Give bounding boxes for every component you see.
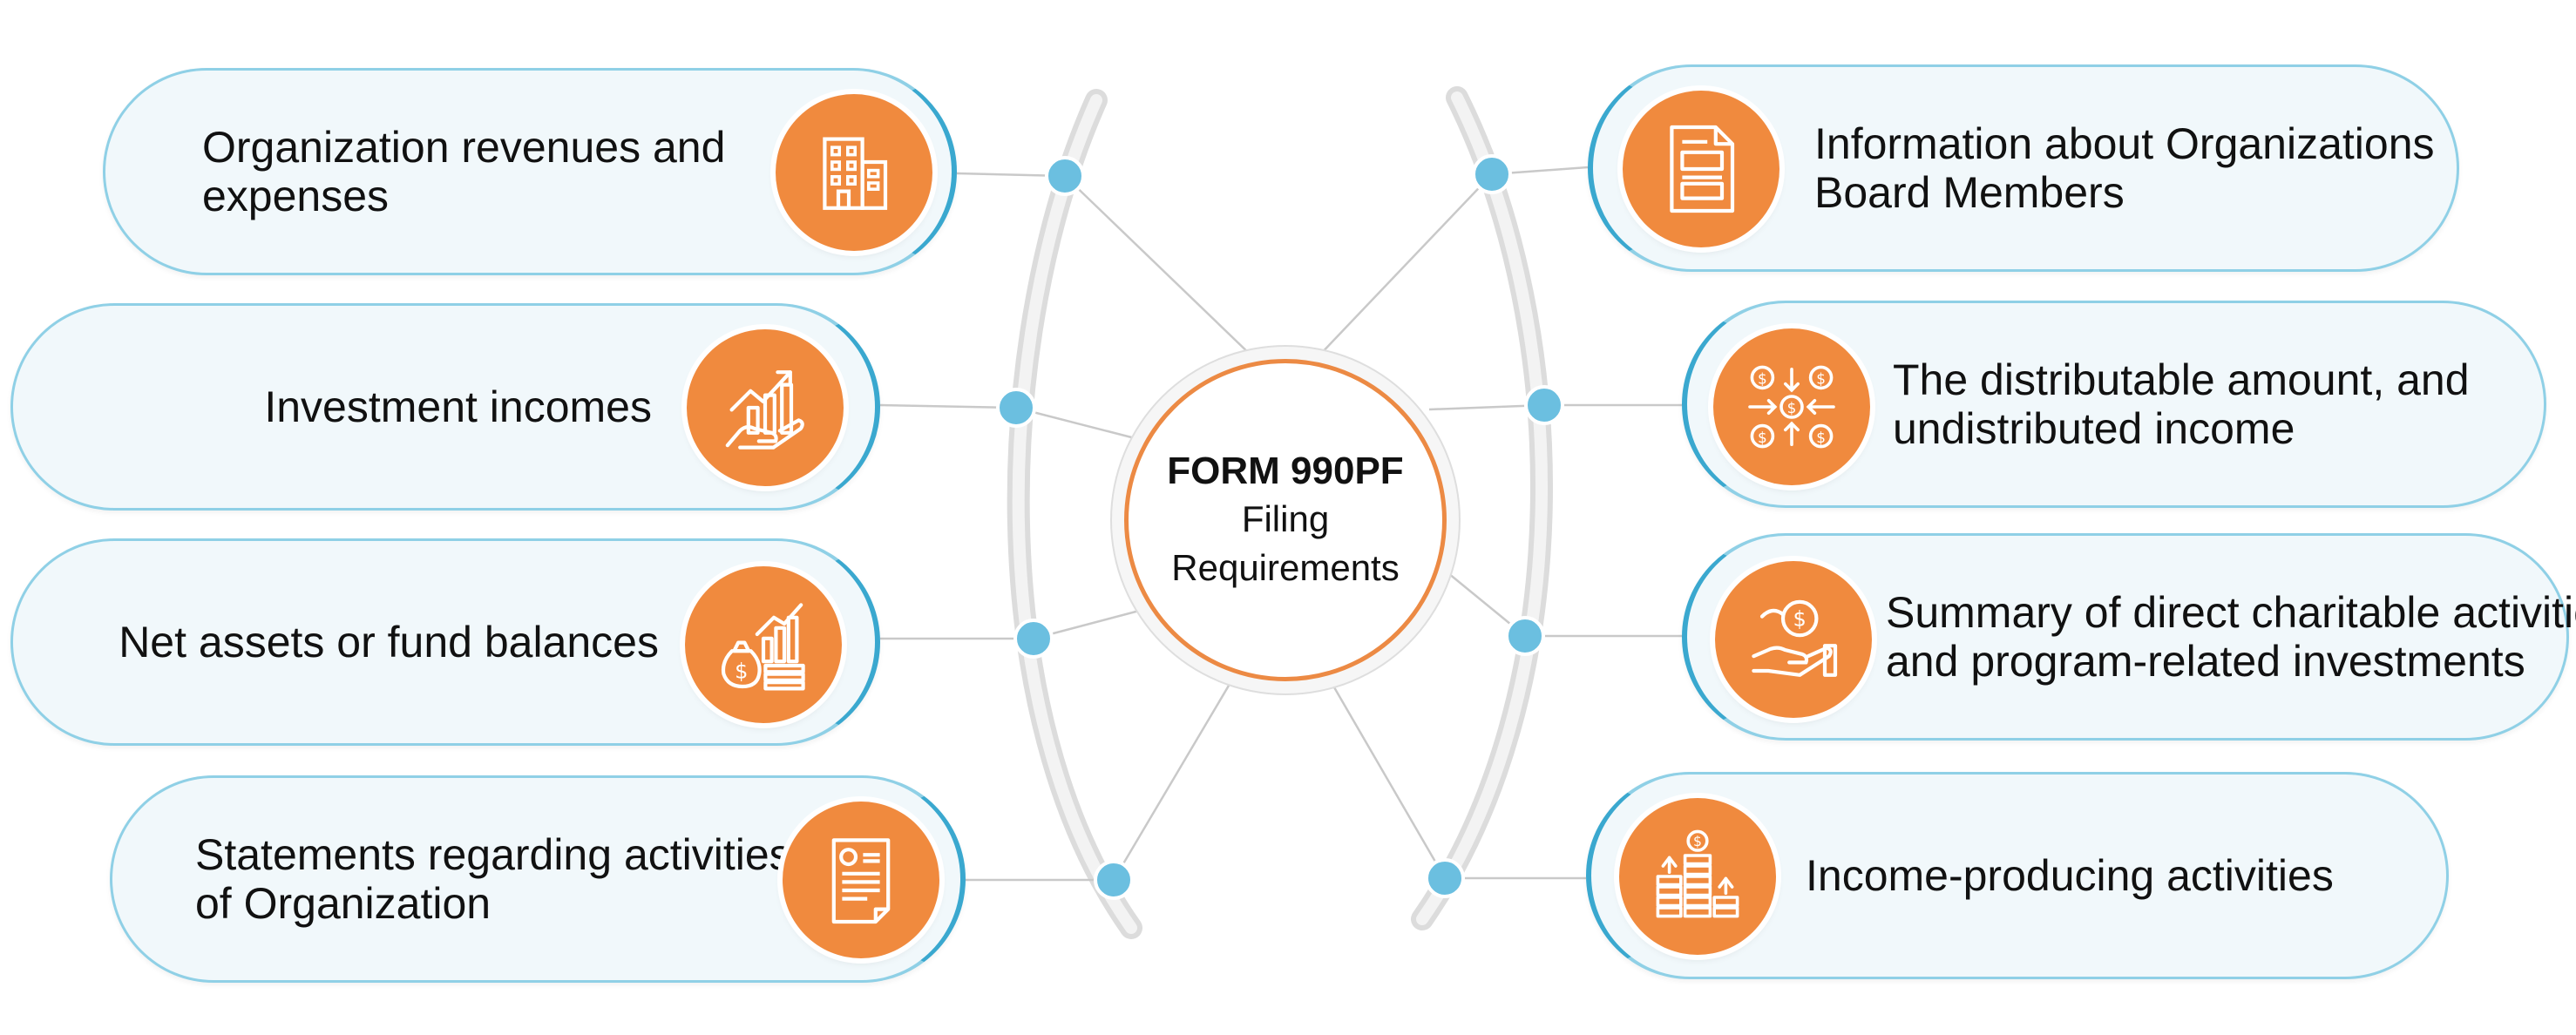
label-line1: Investment incomes [264, 382, 652, 431]
label-line2: and program-related investments [1886, 637, 2525, 686]
money-distribution-icon: $ $ $ $ $ [1713, 328, 1870, 485]
hand-growth-chart-icon [687, 329, 844, 486]
center-subtitle-line2: Requirements [1171, 547, 1400, 588]
node [1524, 385, 1564, 425]
node [1472, 154, 1512, 194]
node [996, 388, 1036, 428]
label-line2: of Organization [195, 879, 491, 928]
coin-stacks-growth-icon: $ [1619, 798, 1776, 955]
label-line2: undistributed income [1893, 404, 2295, 453]
right-pill-distributable-label: The distributable amount, and undistribu… [1893, 301, 2520, 508]
label-line1: Organization revenues and [202, 123, 726, 172]
node [1425, 858, 1465, 898]
right-pill-board-members-label: Information about Organizations Board Me… [1814, 64, 2442, 272]
right-arc-highlight [1416, 91, 1548, 925]
left-pill-investment-label: Investment incomes [105, 303, 652, 511]
label-line1: The distributable amount, and [1893, 355, 2470, 404]
node [1505, 616, 1545, 656]
charity-hand-icon: $ [1715, 561, 1872, 718]
left-pill-statements-label: Statements regarding activities of Organ… [195, 775, 791, 983]
left-arc-highlight [1012, 94, 1137, 934]
label-line2: Board Members [1814, 168, 2125, 217]
right-pill-income-producing-label: Income-producing activities [1806, 772, 2433, 979]
node [1094, 860, 1134, 900]
svg-text:$: $ [1787, 399, 1797, 416]
spokes [879, 166, 1682, 882]
label-line1: Information about Organizations [1814, 119, 2435, 168]
label-line1: Income-producing activities [1806, 851, 2334, 900]
svg-text:$: $ [1693, 834, 1702, 849]
center-hub: FORM 990PF Filing Requirements [1124, 359, 1447, 681]
label-line1: Statements regarding activities [195, 830, 791, 879]
center-title: FORM 990PF [1167, 450, 1404, 492]
node [1045, 156, 1085, 196]
left-pill-net-assets-label: Net assets or fund balances [87, 538, 659, 746]
label-line1: Summary of direct charitable activities [1886, 588, 2576, 637]
office-building-icon [776, 94, 932, 251]
nodes [996, 154, 1564, 900]
svg-text:$: $ [1816, 370, 1826, 388]
svg-text:$: $ [1758, 370, 1767, 388]
left-pill-revenues-label: Organization revenues and expenses [202, 68, 760, 275]
center-subtitle-line1: Filing [1241, 498, 1330, 539]
document-statement-icon [783, 802, 939, 958]
node [1013, 619, 1054, 659]
money-bag-coins-chart-icon: $ [685, 566, 842, 723]
label-line1: Net assets or fund balances [119, 618, 659, 666]
svg-text:$: $ [735, 659, 748, 683]
document-list-icon [1623, 91, 1779, 247]
label-line2: expenses [202, 172, 390, 220]
svg-text:$: $ [1758, 429, 1767, 446]
svg-text:$: $ [1793, 606, 1807, 631]
right-pill-charitable-label: Summary of direct charitable activities … [1886, 533, 2576, 741]
svg-text:$: $ [1816, 429, 1826, 446]
